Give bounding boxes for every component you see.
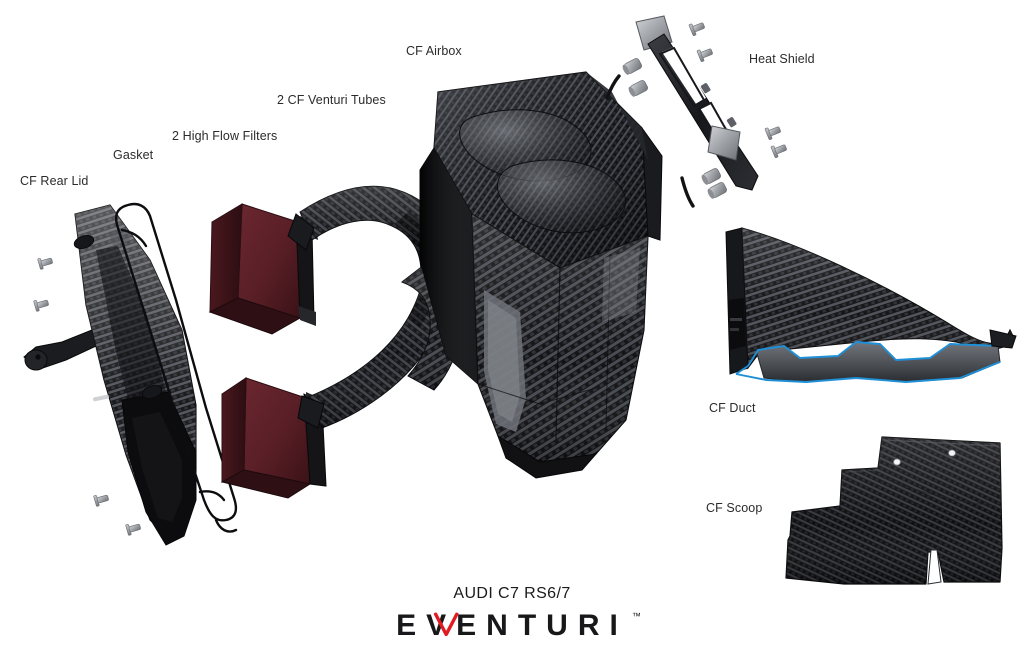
label-cf-duct: CF Duct [709, 401, 756, 415]
heat-shield-bolts[interactable] [688, 20, 788, 158]
part-heat-shield[interactable] [635, 15, 759, 191]
brand-block: AUDI C7 RS6/7 EVENTURI ™ [0, 585, 1024, 643]
part-cf-rear-lid[interactable] [23, 204, 197, 546]
eventuri-wordmark: EVENTURI [396, 609, 628, 642]
part-cf-duct[interactable] [725, 227, 1017, 383]
label-gasket: Gasket [113, 148, 154, 162]
label-cf-rear-lid: CF Rear Lid [20, 174, 89, 188]
label-venturi-tubes: 2 CF Venturi Tubes [277, 93, 386, 107]
trademark-symbol: ™ [631, 611, 641, 621]
heat-shield-strips[interactable] [605, 74, 695, 208]
part-high-flow-filter-upper[interactable] [208, 203, 318, 335]
label-cf-scoop: CF Scoop [706, 501, 763, 515]
rear-lid-bolts[interactable] [33, 255, 142, 536]
label-heat-shield: Heat Shield [749, 52, 815, 66]
model-title: AUDI C7 RS6/7 [453, 585, 571, 602]
eventuri-logo: EVENTURI ™ [396, 609, 641, 643]
part-gasket[interactable] [114, 202, 238, 533]
part-cf-scoop[interactable] [785, 436, 1003, 585]
label-cf-airbox: CF Airbox [406, 44, 462, 58]
heat-shield-spacers[interactable] [621, 57, 727, 199]
part-cf-airbox[interactable] [419, 71, 663, 479]
label-high-flow-filters: 2 High Flow Filters [172, 129, 278, 143]
